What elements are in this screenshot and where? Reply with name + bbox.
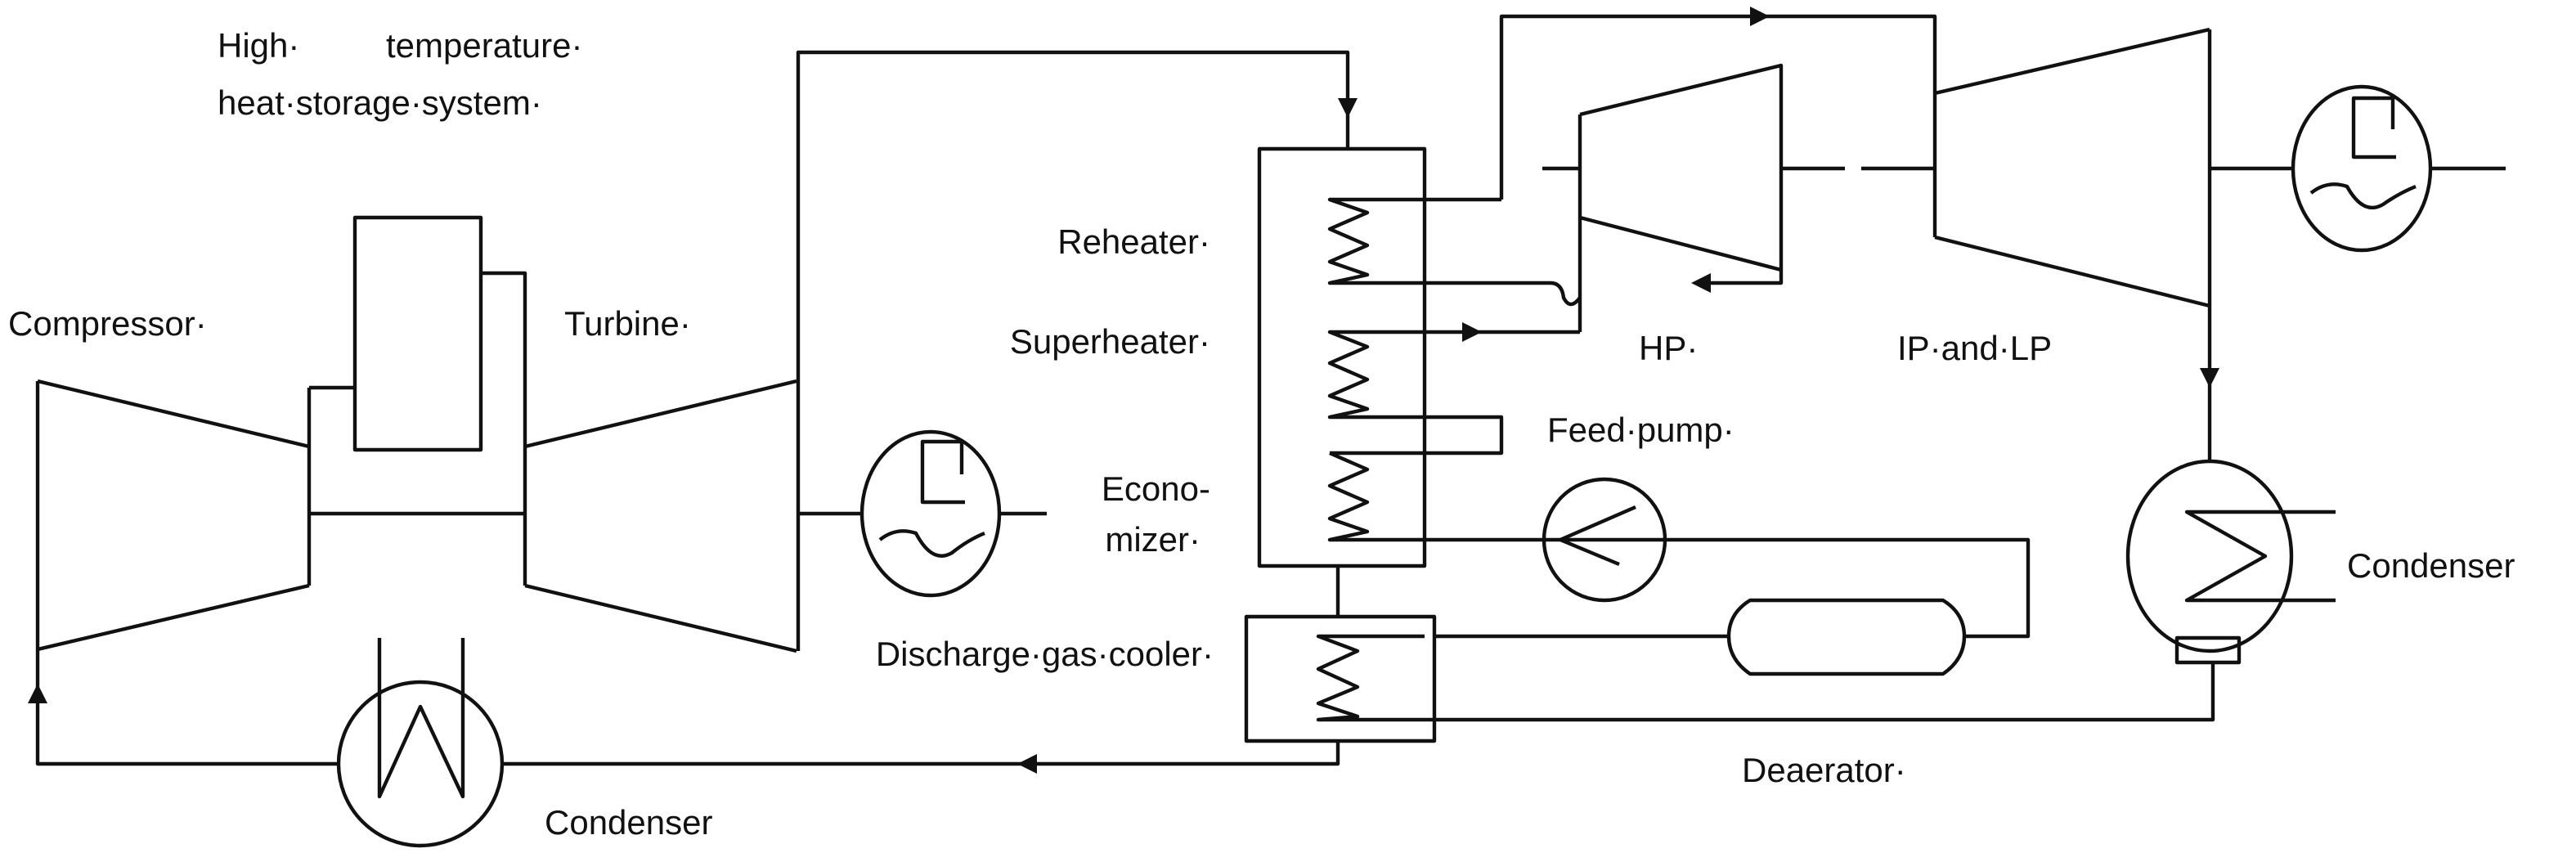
label-compressor: Compressor· bbox=[8, 304, 207, 343]
compressor bbox=[37, 379, 312, 652]
generator-steam bbox=[2291, 84, 2433, 253]
deaerator bbox=[1434, 598, 1967, 676]
flow-arrow-icon bbox=[1017, 754, 1037, 774]
reheat-steam-pipe bbox=[1499, 14, 1937, 200]
gas-turbine bbox=[309, 379, 797, 653]
label-condenser-right: Condenser bbox=[2347, 546, 2515, 585]
ip-lp-turbine bbox=[1932, 27, 2506, 461]
feed-pump bbox=[1542, 477, 1667, 603]
condenser-right bbox=[2125, 459, 2336, 665]
superheater-coil bbox=[1327, 330, 1580, 456]
label-storage-temperature: temperature· bbox=[386, 26, 582, 65]
label-hp: HP· bbox=[1639, 329, 1698, 367]
flow-arrow-icon bbox=[1338, 98, 1358, 118]
label-ip-lp: IP·and·LP bbox=[1897, 329, 2052, 367]
label-discharge-gas-cooler: Discharge·gas·cooler· bbox=[876, 635, 1214, 673]
label-turbine: Turbine· bbox=[564, 304, 691, 343]
discharge-gas-cooler bbox=[1244, 614, 2215, 743]
label-storage-high: High· bbox=[218, 26, 299, 65]
flow-arrow-icon bbox=[28, 684, 47, 703]
boiler bbox=[1257, 146, 2031, 639]
label-reheater: Reheater· bbox=[1057, 222, 1210, 261]
flow-arrow-icon bbox=[1691, 273, 1711, 293]
reheater-coil bbox=[1327, 197, 1582, 307]
flow-arrow-icon bbox=[2200, 368, 2219, 388]
gas-pipe-loop bbox=[35, 50, 1350, 766]
label-economizer-2: mizer· bbox=[1105, 520, 1200, 559]
label-feed-pump: Feed·pump· bbox=[1547, 411, 1735, 449]
condenser-left bbox=[336, 638, 505, 848]
flow-arrow-icon bbox=[1750, 7, 1770, 26]
heat-storage-system bbox=[309, 215, 527, 586]
label-condenser-left: Condenser bbox=[545, 803, 712, 842]
flow-arrow-icon bbox=[1462, 322, 1482, 342]
label-superheater: Superheater· bbox=[1010, 322, 1210, 361]
hp-turbine bbox=[1542, 63, 1935, 332]
label-economizer-1: Econo- bbox=[1102, 469, 1210, 508]
generator-gas bbox=[859, 429, 1002, 598]
label-deaerator: Deaerator· bbox=[1742, 751, 1906, 789]
label-storage-system: heat·storage·system· bbox=[218, 83, 542, 122]
economizer-coil bbox=[1327, 451, 2031, 639]
